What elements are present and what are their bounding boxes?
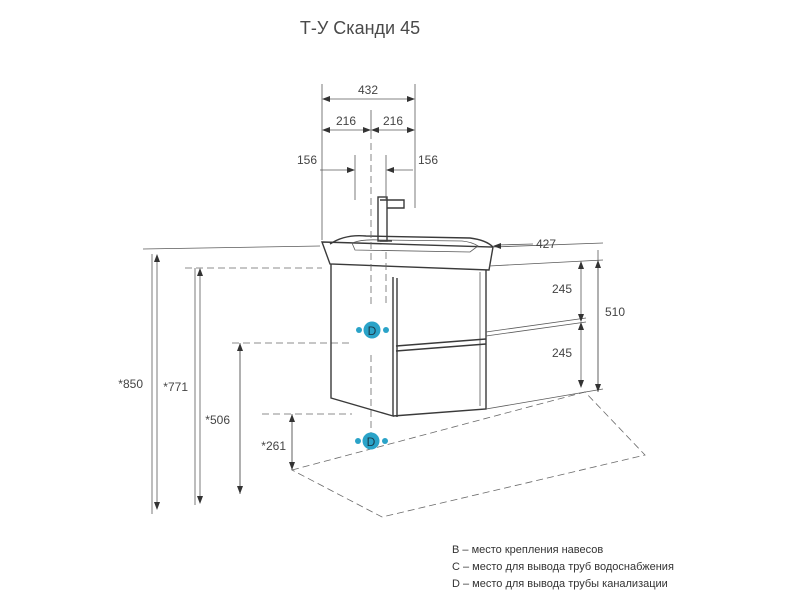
legend-item-b: B – место крепления навесов xyxy=(452,544,604,556)
label-432: 432 xyxy=(358,83,378,97)
label-156-right: 156 xyxy=(418,153,438,167)
sink-basin xyxy=(320,234,494,271)
label-771: *771 xyxy=(163,380,188,394)
label-245-top: 245 xyxy=(552,282,572,296)
dimension-156-left xyxy=(320,167,355,173)
label-510: 510 xyxy=(605,305,625,319)
drain-marker-upper: D xyxy=(356,321,389,339)
label-216-right: 216 xyxy=(383,114,403,128)
label-156-left: 156 xyxy=(297,153,317,167)
drain-marker-lower: D xyxy=(355,432,388,450)
label-850: *850 xyxy=(118,377,143,391)
floor-outline xyxy=(290,391,646,518)
dimension-771 xyxy=(197,268,203,504)
dimension-216-left xyxy=(322,127,371,133)
legend-item-c: C – место для вывода труб водоснабжения xyxy=(452,561,674,573)
legend: B – место крепления навесов C – место дл… xyxy=(452,542,674,593)
legend-item-d: D – место для вывода трубы канализации xyxy=(452,578,668,590)
faucet xyxy=(377,196,405,242)
dimension-427 xyxy=(488,242,604,267)
drain-marker-lower-label: D xyxy=(367,435,376,449)
dimension-245-bottom xyxy=(578,322,584,388)
drain-marker-upper-label: D xyxy=(368,324,377,338)
dimension-432 xyxy=(322,96,415,102)
label-427: 427 xyxy=(536,237,556,251)
cabinet xyxy=(330,264,487,417)
dimension-506 xyxy=(237,343,243,494)
dimension-510 xyxy=(595,260,601,392)
label-216-left: 216 xyxy=(336,114,356,128)
dimension-216-right xyxy=(371,127,415,133)
diagram-title: Т-У Сканди 45 xyxy=(299,18,421,38)
dimension-261 xyxy=(289,414,295,470)
dimension-156-right xyxy=(386,167,413,173)
label-506: *506 xyxy=(205,413,230,427)
dimension-850 xyxy=(154,254,160,510)
dimension-245-top xyxy=(578,261,584,322)
label-261: *261 xyxy=(261,439,286,453)
label-245-bottom: 245 xyxy=(552,346,572,360)
